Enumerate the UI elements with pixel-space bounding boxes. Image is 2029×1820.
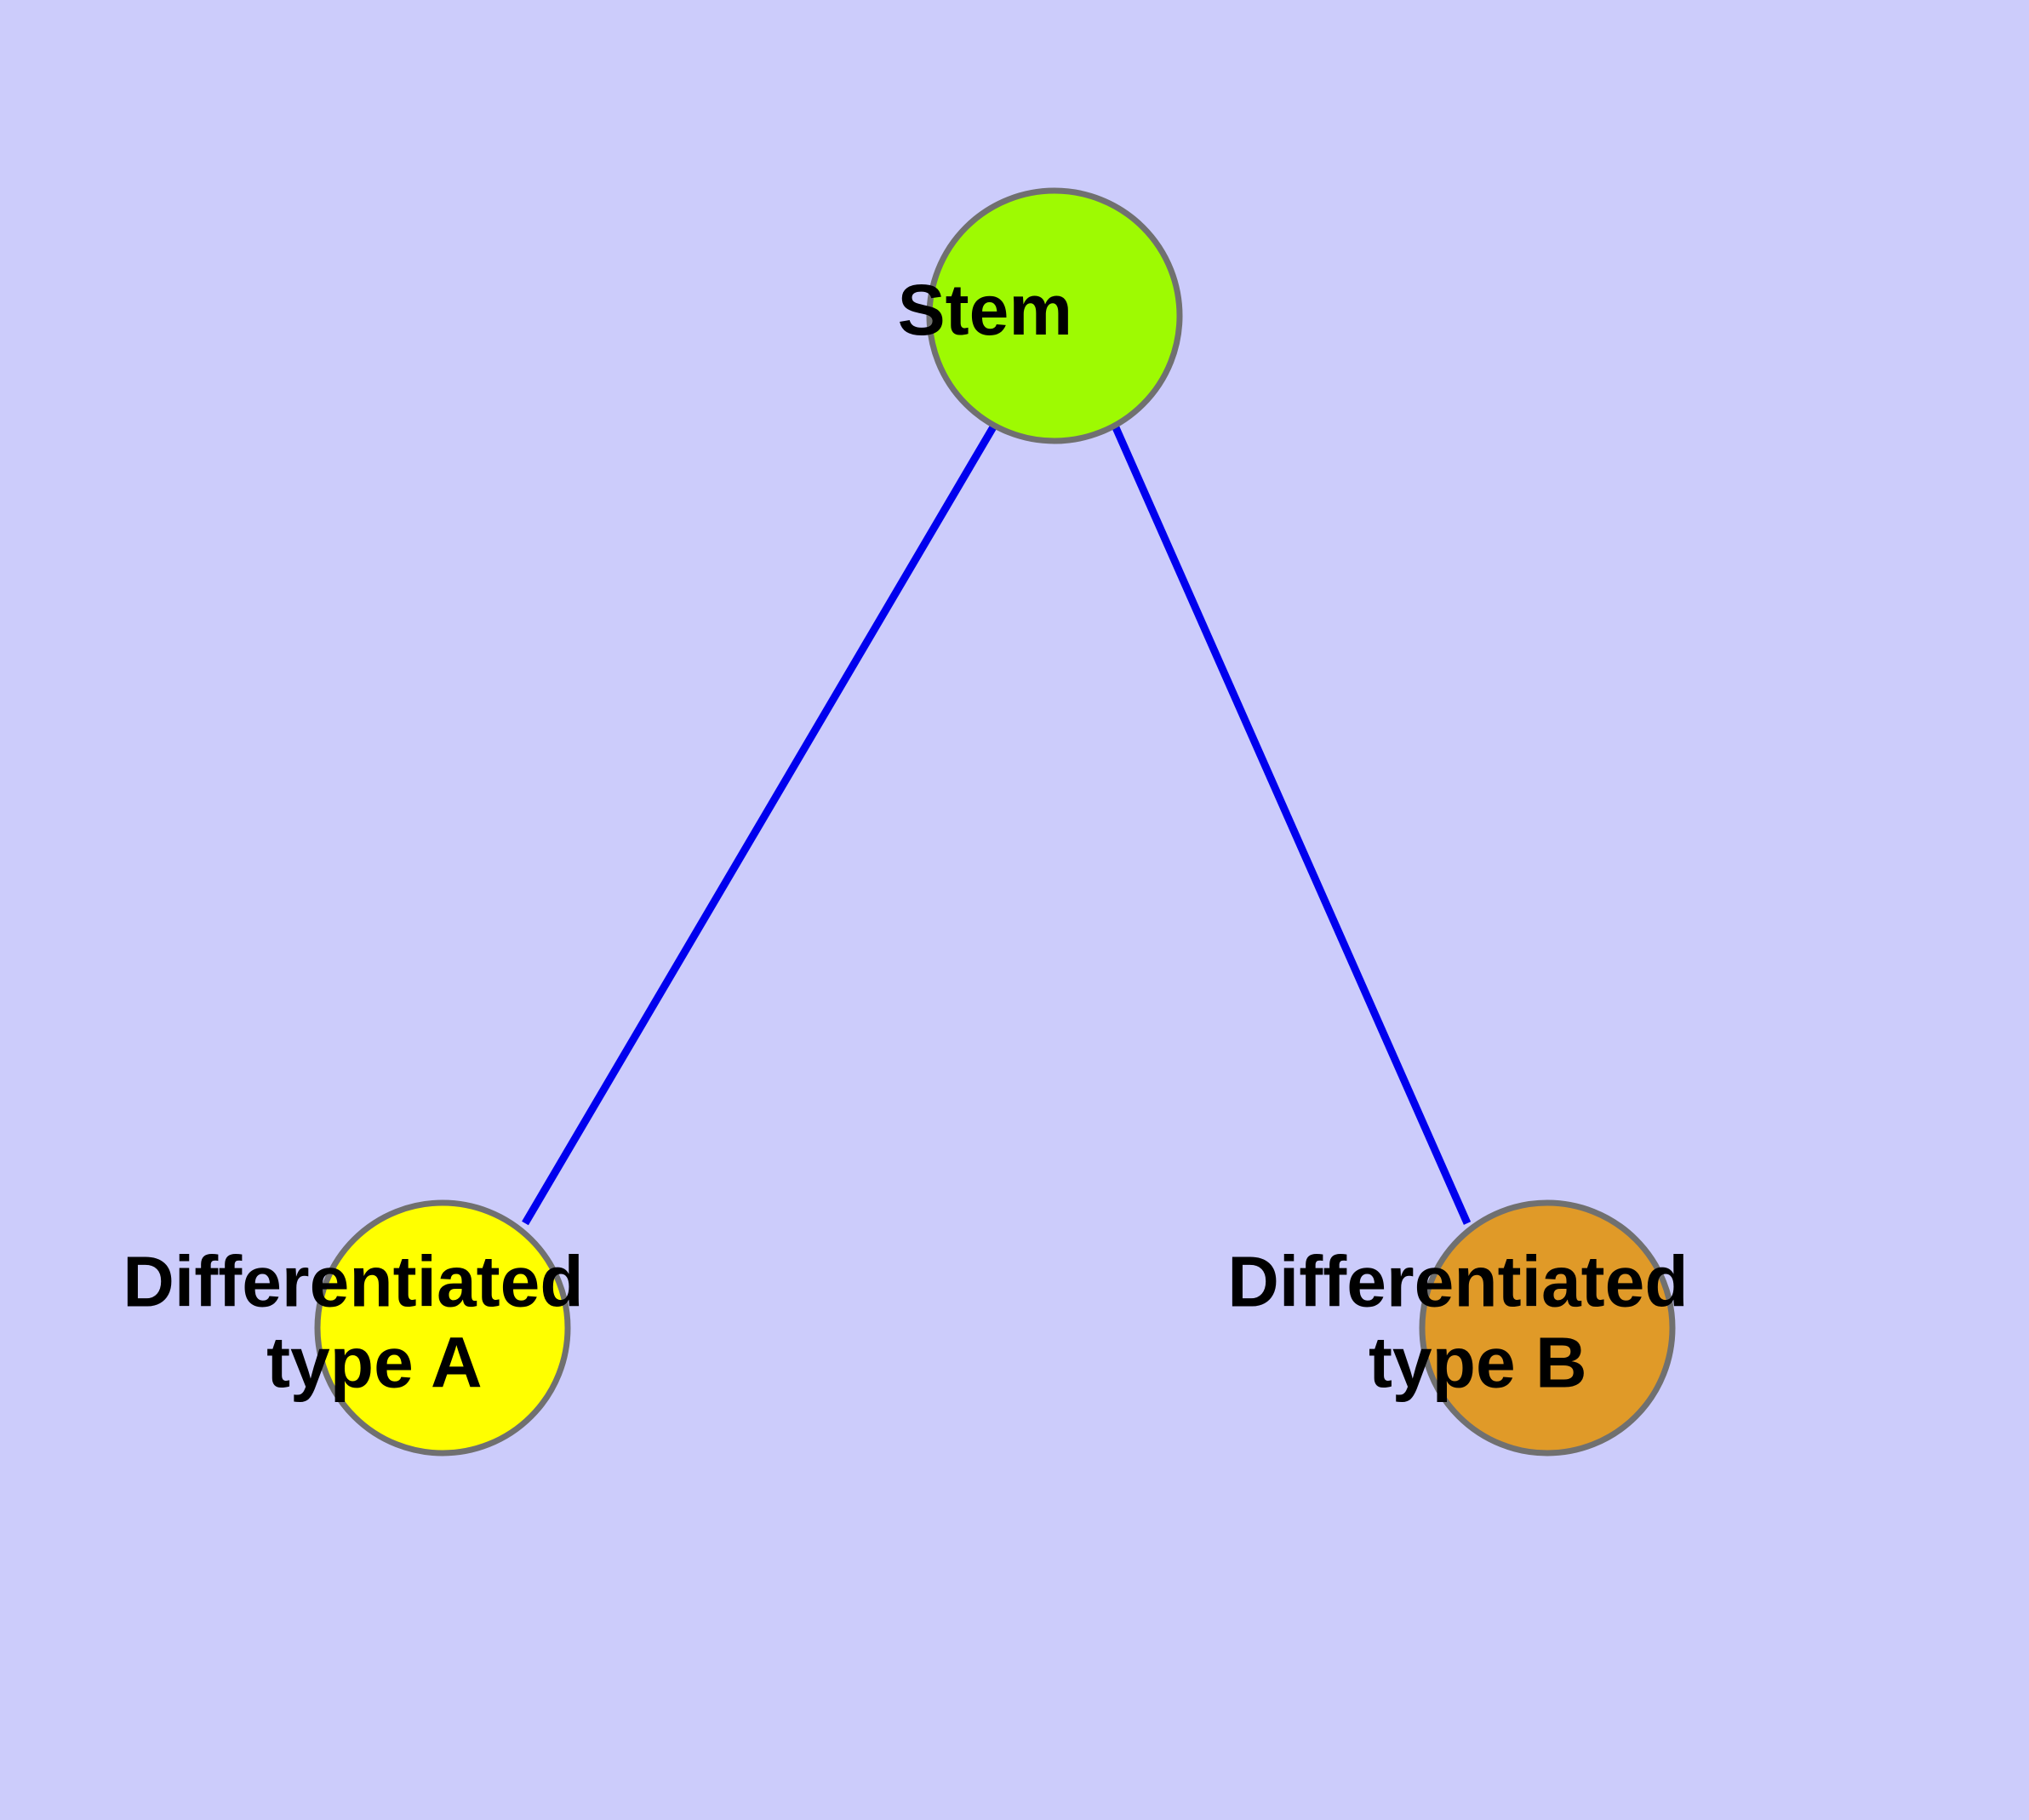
node-differentiated-type-a[interactable]: [314, 1199, 571, 1457]
node-differentiated-type-b[interactable]: [1419, 1199, 1676, 1457]
node-stem-circle[interactable]: [926, 187, 1183, 444]
node-differentiated-type-b-circle[interactable]: [1419, 1199, 1676, 1457]
node-differentiated-type-a-label: Differentiated type A: [123, 1242, 762, 1403]
node-stem-label: Stem: [898, 270, 1212, 350]
edge-stem-to-differentiated-type-b: [1111, 424, 1472, 1225]
node-stem[interactable]: [926, 187, 1183, 444]
edges-group: [522, 423, 1472, 1226]
nodes-group: [314, 187, 1676, 1457]
node-differentiated-type-a-circle[interactable]: [314, 1199, 571, 1457]
node-differentiated-type-b-label: Differentiated type B: [1227, 1242, 1866, 1403]
labels-group: Stem Differentiated type A Differentiate…: [123, 270, 1866, 1403]
edge-stem-to-differentiated-type-a: [522, 423, 997, 1226]
